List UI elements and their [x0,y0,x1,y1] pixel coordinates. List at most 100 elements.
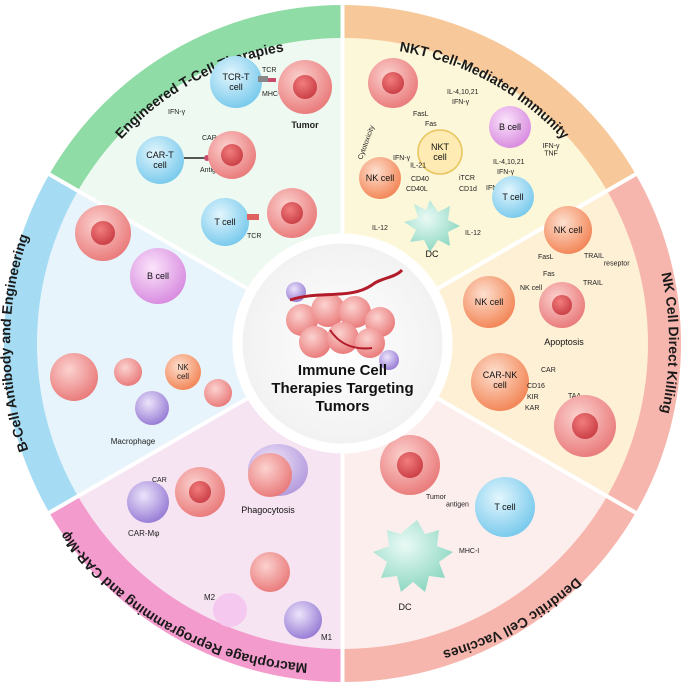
car-label: CAR [202,135,217,142]
mhc-i-label: MHC-I [262,91,282,98]
center-title-line-1: Immune Cell [298,362,387,379]
il12b-label: IL-12 [465,230,481,237]
nkt-ifn1-label: IFN-γ [452,99,470,106]
macrophage-tumor-nucleus [189,481,211,503]
nkt-fasl-label: FasL [413,111,429,118]
tumor-nucleus [293,75,317,99]
blood-vessel-branch [329,329,373,350]
car-m-cell [127,481,169,523]
cd16-label: CD16 [527,383,545,390]
nkt-ifn-il21-label: IFN-γIL-21 [393,155,426,170]
bcell-label: B cell [147,271,169,281]
dc-cell [373,520,453,592]
nk-fasl-label: FasL [538,254,554,261]
tumor-antigen-label: Tumorantigen [426,494,469,509]
bcell-tumor-antibody-cell [50,353,98,401]
nkt-t-cell [492,176,534,218]
ifn-label: IFN-γ [168,109,186,116]
car-m-label: CAR-Mφ [128,529,159,538]
nkt-t-cell-label: T cell [502,192,523,202]
kar-label: KAR [525,405,539,412]
il12a-label: IL-12 [372,225,388,232]
nkt-b-cell [489,106,531,148]
itcr-label: iTCR [459,175,475,182]
section-dc: Tumorantigen T cell MHC-I DC [373,435,535,612]
bcell-nk-cell [165,354,201,390]
car-nk-cell [471,353,529,411]
phagocytosis-label: Phagocytosis [241,505,295,515]
m2-cell [213,593,247,627]
macrophage-car-label: CAR [152,477,167,484]
nkt-ifn2-label: IFN-γ [497,169,515,176]
dc-mhc-i-label: MHC-I [459,548,479,555]
car-t-cell [136,136,184,184]
nk-mid-cell [463,276,515,328]
trail-label: TRAIL [583,280,603,287]
t-cell-label: T cell [214,217,235,227]
phagocytosis-tumor-cell [248,453,292,497]
nkt-il4b-label: IL-4,10,21 [493,159,525,166]
tumor-nucleus-3 [281,202,303,224]
panel-bcell [36,190,343,497]
tumor-nucleus-2 [221,144,243,166]
nkt-b-cell-label: B cell [499,122,521,132]
title-nk: NK Cell Direct Killing [658,271,682,415]
center-title-line-3: Tumors [316,398,370,415]
dc-t-cell [475,477,535,537]
antigen-label: Antigen [200,167,224,174]
nk-top-label: NK cell [554,225,583,235]
apoptosis-label: Apoptosis [544,337,584,347]
m2-label: M2 [204,593,216,602]
bcell-small-tumor [114,358,142,386]
mhc-icon [268,78,276,82]
nkt-dc-cell [404,200,460,252]
bcell-tumor-nucleus [91,221,115,245]
taa-label: TAA [568,393,581,400]
t-cell [201,198,249,246]
nkt-dc-label: DC [426,249,439,259]
bcell-cell [130,248,186,304]
tcr2-receptor-icon [247,214,259,220]
m1-cell [284,601,322,639]
cd1d-label: CD1d [459,186,477,193]
nk-car-label: CAR [541,367,556,374]
macrophage-tumor-cell-2 [250,552,290,592]
nkt-tumor-nucleus [382,72,404,94]
section-macrophage: CAR CAR-Mφ Phagocytosis M2 M1 [127,444,333,642]
tcr2-label: TCR [247,233,261,240]
nk-top-cell [544,206,592,254]
tcr-t-cell [210,56,262,108]
blood-vessel [289,268,404,302]
section-nk: NK cell FasL TRAILreseptor Fas TRAIL NK … [463,206,630,457]
center-hub: Immune Cell Therapies Targeting Tumors [232,233,453,454]
nkt-fas-label: Fas [425,121,437,128]
center-title-line-2: Therapies Targeting [271,380,413,397]
dc-tumor-nucleus [397,452,423,478]
tcr-label: TCR [262,67,276,74]
nk-tumor-nucleus [572,413,598,439]
tumor-label: Tumor [291,120,319,130]
tcr-receptor-icon [258,76,268,82]
nkt-il4-label: IL-4,10,21 [447,89,479,96]
bcell-nk-target [204,379,232,407]
tumor-cluster [286,282,399,370]
nkt-nk-cell-label: NK cell [366,173,395,183]
cd40-label: CD40 [411,176,429,183]
bcell-macrophage [135,391,169,425]
dc-label: DC [399,602,412,612]
nkt-nk-cell [359,157,401,199]
m1-label: M1 [321,633,333,642]
kir-label: KIR [527,394,539,401]
cd40l-label: CD40L [406,186,428,193]
nk-fas-label: Fas [543,271,555,278]
nkt-cell [417,129,463,175]
